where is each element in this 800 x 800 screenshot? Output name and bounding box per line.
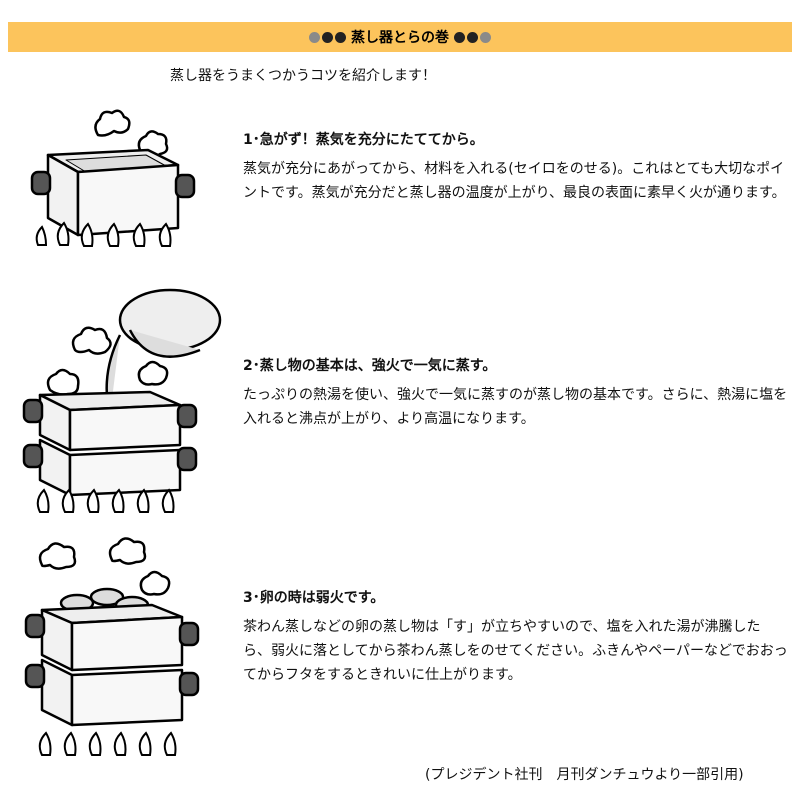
section-body: 茶わん蒸しなどの卵の蒸し物は「す」が立ちやすいので、塩を入れた湯が沸騰したら、弱… (243, 619, 788, 683)
dot-icon (467, 31, 478, 43)
title-bar: 蒸し器とらの巻 (8, 22, 792, 52)
credit-text: (プレジデント社刊 月刊ダンチュウより一部引用) (425, 767, 744, 783)
dot-icon (454, 31, 465, 43)
page-title: 蒸し器とらの巻 (351, 30, 449, 46)
section-heading: 1･急がず！蒸気を充分にたててから。 (243, 132, 484, 148)
section-1: 1･急がず！蒸気を充分にたててから。 蒸気が充分にあがってから、材料を入れる(セ… (243, 130, 788, 205)
section-heading: 2･蒸し物の基本は、強火で一気に蒸す。 (243, 358, 497, 374)
section-3: 3･卵の時は弱火です。 茶わん蒸しなどの卵の蒸し物は「す」が立ちやすいので、塩を… (243, 588, 788, 687)
dot-icon (480, 31, 491, 43)
intro-text: 蒸し器をうまくつかうコツを紹介します！ (170, 68, 436, 84)
section-2: 2･蒸し物の基本は、強火で一気に蒸す。 たっぷりの熱湯を使い、強火で一気に蒸すの… (243, 356, 788, 431)
title-inner: 蒸し器とらの巻 (309, 27, 491, 47)
steamer-cups-icon (24, 537, 200, 756)
dot-icon (309, 31, 320, 43)
dot-icon (335, 31, 346, 43)
dot-icon (322, 31, 333, 43)
section-body: 蒸気が充分にあがってから、材料を入れる(セイロをのせる)。これはとても大切なポイ… (243, 161, 786, 201)
steamer-pot-icon (30, 109, 196, 247)
steamer-basket-pouring-icon (22, 288, 222, 513)
section-heading: 3･卵の時は弱火です。 (243, 590, 385, 606)
section-body: たっぷりの熱湯を使い、強火で一気に蒸すのが蒸し物の基本です。さらに、熱湯に塩を入… (243, 387, 788, 427)
